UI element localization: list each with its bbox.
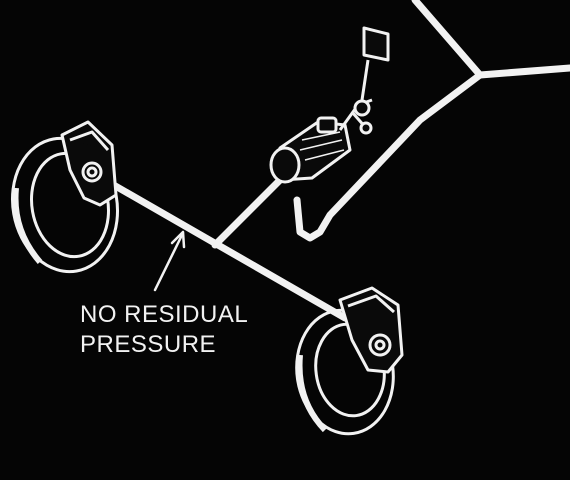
callout-label: NO RESIDUAL PRESSURE [80,300,248,360]
callout-line-2: PRESSURE [80,331,217,358]
brake-caliper-right [338,286,404,374]
brake-line [101,176,349,322]
callout-arrow [153,230,186,292]
master-cylinder [269,116,352,184]
brake-pedal [338,26,390,135]
upper-brake-lines [293,0,570,242]
callout-line-1: NO RESIDUAL [80,301,249,328]
brake-caliper-left [60,120,118,207]
